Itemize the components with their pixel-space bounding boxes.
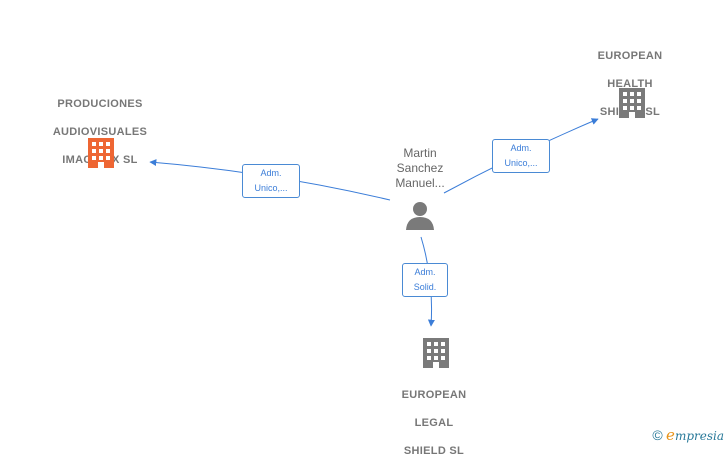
person-name[interactable]: Martin Sanchez Manuel... xyxy=(395,146,445,190)
empresia-logo: © empresia xyxy=(652,426,724,444)
edge-label-european-legal[interactable]: Adm. Solid. xyxy=(402,263,448,297)
edge-label-produciones[interactable]: Adm. Unico,... xyxy=(242,164,300,198)
brand-initial: e xyxy=(666,426,675,444)
company-name-european-health[interactable]: EUROPEAN HEALTH SHIELD SL xyxy=(597,50,663,118)
edge-label-european-health[interactable]: Adm. Unico,... xyxy=(492,139,550,173)
brand-name: mpresia xyxy=(674,429,724,443)
person-icon[interactable] xyxy=(404,200,436,230)
building-icon[interactable] xyxy=(85,136,117,168)
copyright-icon: © xyxy=(652,427,663,443)
building-icon[interactable] xyxy=(616,86,648,118)
building-icon[interactable] xyxy=(420,336,452,368)
company-name-european-legal[interactable]: EUROPEAN LEGAL SHIELD SL xyxy=(401,389,467,457)
